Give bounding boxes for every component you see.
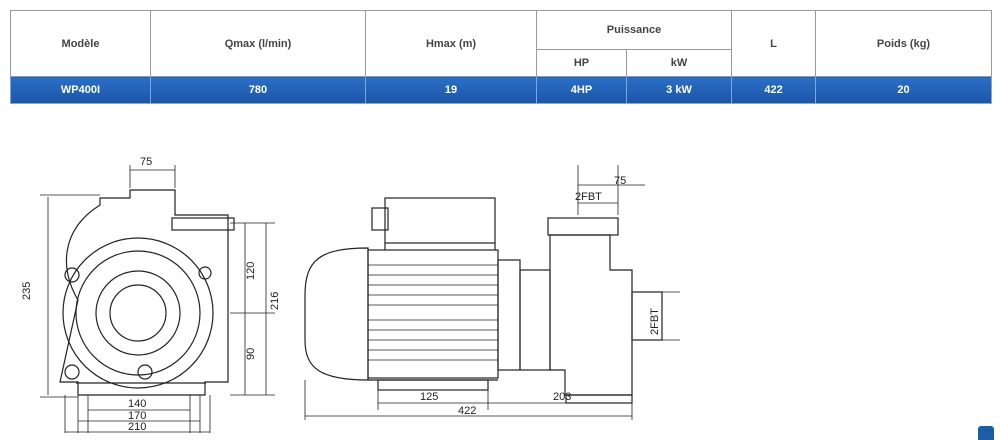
cell-hp: 4HP — [536, 76, 627, 104]
cell-kw: 3 kW — [625, 76, 733, 104]
front-view — [40, 165, 275, 433]
front-dim-height-total: 235 — [21, 282, 33, 300]
side-dim-base-right: 203 — [553, 391, 571, 403]
header-weight: Poids (kg) — [815, 10, 993, 77]
front-dim-lower: 90 — [245, 348, 257, 360]
front-dim-upper: 120 — [245, 262, 257, 280]
front-dim-base-2: 170 — [128, 410, 146, 422]
scroll-to-top-button[interactable] — [978, 426, 994, 440]
cell-qmax: 780 — [150, 76, 366, 104]
side-inlet-label: 2FBT — [649, 308, 661, 335]
header-power-hp: HP — [536, 49, 627, 77]
side-view — [304, 165, 680, 420]
side-outlet-label: 2FBT — [575, 191, 602, 203]
side-dim-length: 422 — [458, 405, 476, 417]
header-power-kw: kW — [625, 49, 733, 77]
header-power: Puissance — [535, 10, 733, 50]
side-dim-top: 75 — [614, 175, 626, 187]
side-dim-base-left: 125 — [420, 391, 438, 403]
spec-table: Modèle Qmax (l/min) Hmax (m) Puissance L… — [10, 10, 993, 104]
technical-drawing: 75 235 120 216 90 140 170 210 75 2FBT 2F… — [21, 156, 680, 433]
front-dim-base-1: 140 — [128, 398, 146, 410]
front-dim-right-total: 216 — [269, 292, 281, 310]
cell-length: 422 — [731, 76, 817, 104]
front-dim-base-3: 210 — [128, 421, 146, 433]
cell-weight: 20 — [815, 76, 993, 104]
header-length: L — [731, 10, 817, 77]
cell-hmax: 19 — [365, 76, 537, 104]
cell-model: WP400I — [10, 76, 151, 104]
header-model: Modèle — [10, 10, 151, 77]
front-dim-top: 75 — [140, 156, 152, 168]
header-qmax: Qmax (l/min) — [150, 10, 366, 77]
header-hmax: Hmax (m) — [365, 10, 537, 77]
table-row: WP400I 780 19 4HP 3 kW 422 20 — [10, 76, 993, 104]
